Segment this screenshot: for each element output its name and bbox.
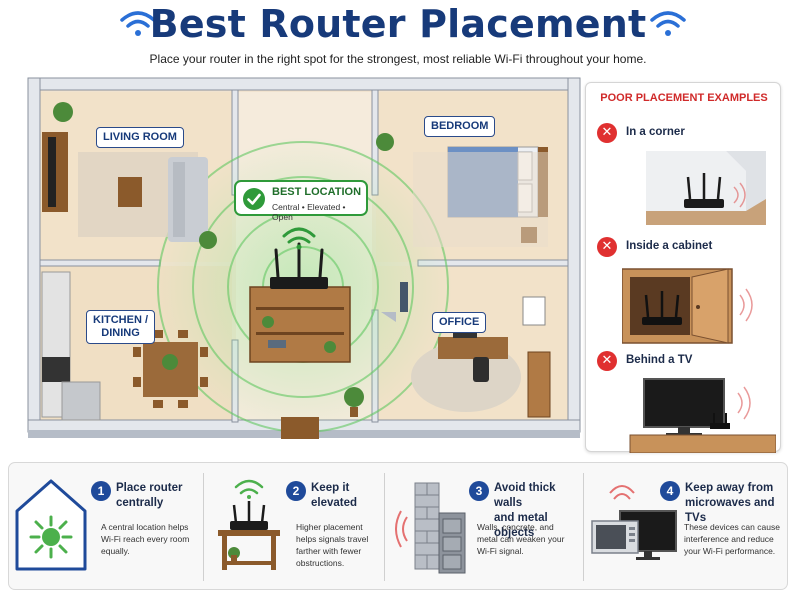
tip-title-line2: and metal objects	[494, 512, 548, 539]
tips-strip: 1 Place router centrally A central locat…	[8, 462, 788, 590]
page-title: Best Router Placement	[149, 2, 647, 46]
tip-description: Higher placement helps signals travel fa…	[296, 521, 368, 569]
tip-title: Keep away from microwaves and TVs	[685, 481, 788, 526]
tip-desc-line: A central location helps	[101, 522, 189, 532]
router-in-cabinet-illustration	[622, 268, 753, 344]
tip-desc-line: farther with fewer	[296, 546, 362, 556]
best-location-subtitle: Central • Elevated • Open	[272, 202, 346, 222]
room-label-kitchen-line2: DINING	[101, 327, 140, 339]
room-label-kitchen-line1: KITCHEN /	[93, 314, 148, 326]
tip-title-line1: Keep it	[311, 482, 350, 494]
tip-desc-line: helps signals travel	[296, 534, 369, 544]
tip-title-line1: Avoid thick walls	[494, 482, 556, 509]
poor-placement-panel: POOR PLACEMENT EXAMPLES ✕ In a corner ✕ …	[585, 82, 782, 453]
tip-desc-line: Walls, concrete, and	[477, 522, 554, 532]
room-label-living: LIVING ROOM	[96, 127, 184, 148]
tip-divider	[203, 473, 204, 581]
wifi-icon-right	[650, 11, 686, 36]
tip-desc-line: obstructions.	[296, 558, 345, 568]
tip-title: Keep it elevated	[311, 481, 357, 511]
room-label-bedroom: BEDROOM	[424, 116, 496, 137]
poor-item-behind-tv: ✕ Behind a TV	[586, 351, 782, 467]
tip-desc-line: Higher placement	[296, 522, 363, 532]
router-behind-tv-illustration	[629, 378, 776, 453]
tip-title-line1: Place router	[116, 482, 183, 494]
tip-desc-line: Wi-Fi signal.	[477, 546, 524, 556]
tip-number-badge: 3	[469, 481, 489, 501]
tip-desc-line: Wi-Fi reach every room	[101, 534, 190, 544]
poor-item-label: In a corner	[626, 126, 685, 138]
tip-divider	[583, 473, 584, 581]
poor-placement-title: POOR PLACEMENT EXAMPLES	[600, 92, 768, 104]
tip-keep-elevated: 2 Keep it elevated Higher placement help…	[204, 463, 384, 591]
tip-title-line2: elevated	[311, 497, 358, 509]
tip-keep-away-devices: 4 Keep away from microwaves and TVs Thes…	[584, 463, 788, 591]
tip-number-badge: 4	[660, 481, 680, 501]
tip-desc-line: your Wi-Fi performance.	[684, 546, 776, 556]
tip-title-line2: microwaves and TVs	[685, 497, 775, 524]
x-icon: ✕	[597, 237, 617, 257]
tip-title-line1: Keep away from	[685, 482, 774, 494]
tip-desc-line: metal can weaken your	[477, 534, 565, 544]
tip-desc-line: equally.	[101, 546, 130, 556]
best-location-callout: BEST LOCATION Central • Elevated • Open	[234, 180, 368, 222]
poor-item-label: Inside a cabinet	[626, 240, 713, 252]
tip-description: Walls, concrete, and metal can weaken yo…	[477, 521, 564, 557]
tip-desc-line: These devices can cause	[684, 522, 780, 532]
tip-number-badge: 1	[91, 481, 111, 501]
poor-item-cabinet: ✕ Inside a cabinet	[586, 237, 782, 353]
room-label-kitchen: KITCHEN / DINING	[86, 310, 155, 344]
room-label-office: OFFICE	[432, 312, 487, 333]
wifi-icon-left	[120, 11, 156, 36]
floor-plan	[27, 77, 581, 439]
check-icon	[243, 188, 265, 210]
router-on-shelf-icon	[218, 479, 280, 570]
x-icon: ✕	[597, 351, 617, 371]
tip-title: Avoid thick walls and metal objects	[494, 481, 583, 541]
house-center-icon	[15, 479, 87, 571]
tip-description: A central location helps Wi-Fi reach eve…	[101, 521, 189, 557]
x-icon: ✕	[597, 123, 617, 143]
tip-divider	[384, 473, 385, 581]
tip-desc-line: interference and reduce	[684, 534, 774, 544]
microwave-tv-icon	[591, 485, 677, 560]
tip-title: Place router centrally	[116, 481, 182, 511]
poor-item-corner: ✕ In a corner	[586, 123, 782, 239]
tip-place-centrally: 1 Place router centrally A central locat…	[9, 463, 204, 591]
best-location-title: BEST LOCATION	[272, 186, 362, 198]
poor-item-label: Behind a TV	[626, 354, 693, 366]
page-subtitle: Place your router in the right spot for …	[149, 52, 647, 66]
tip-avoid-walls: 3 Avoid thick walls and metal objects Wa…	[385, 463, 583, 591]
tip-description: These devices can cause interference and…	[684, 521, 780, 557]
tip-title-line2: centrally	[116, 497, 164, 509]
tip-number-badge: 2	[286, 481, 306, 501]
wall-cabinet-icon	[395, 482, 466, 574]
router-in-corner-illustration	[646, 151, 766, 225]
